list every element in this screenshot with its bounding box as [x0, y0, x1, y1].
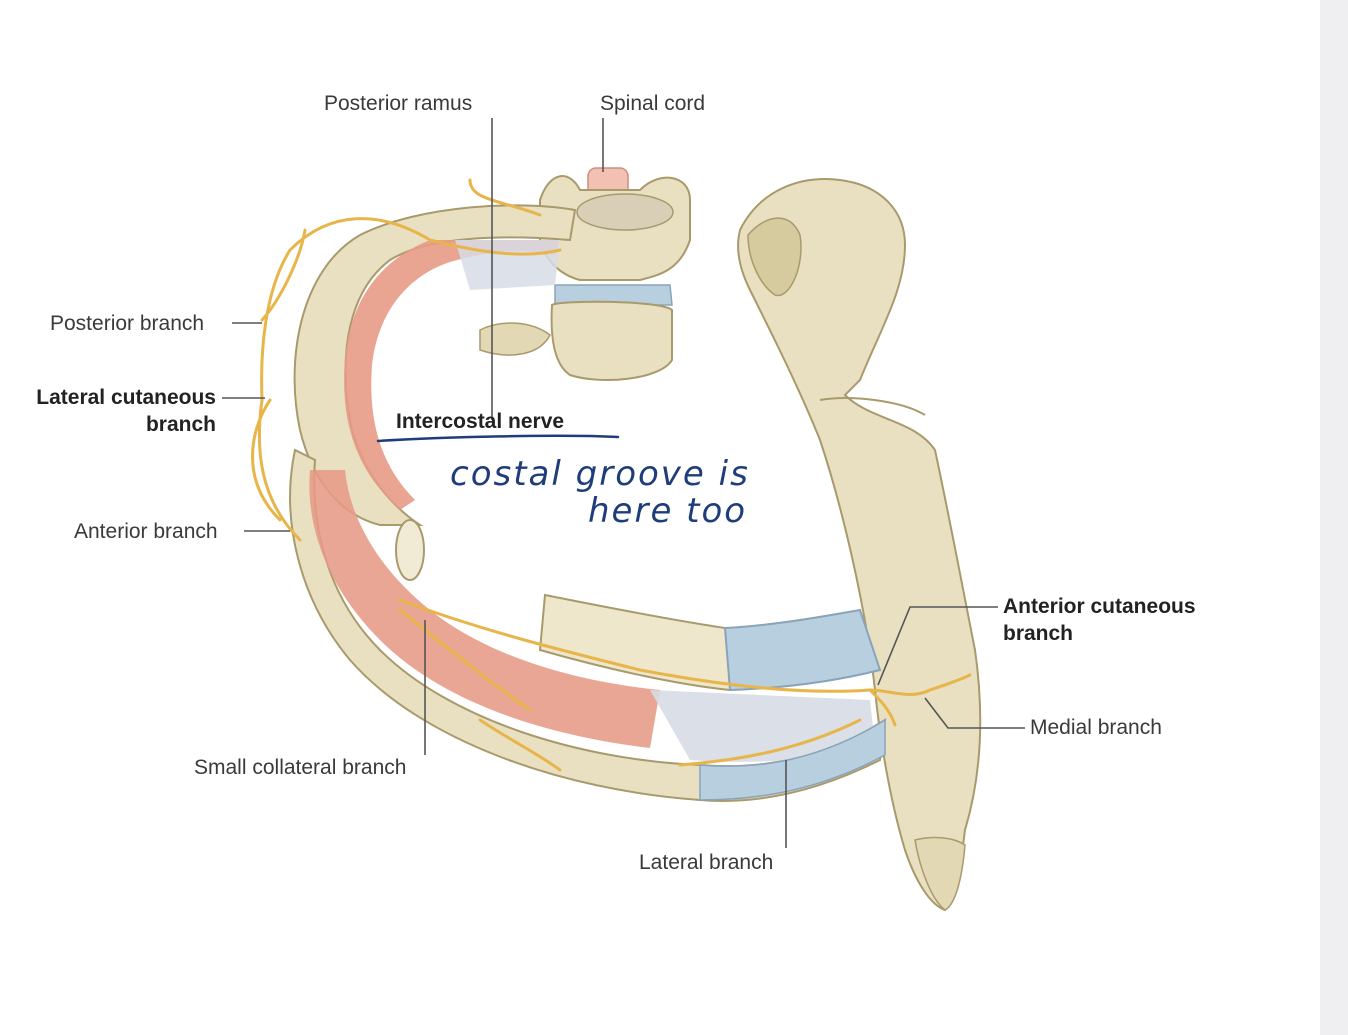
label-anterior-cutaneous-branch: Anterior cutaneous branch	[1003, 593, 1196, 648]
scrollbar-track[interactable]	[1320, 0, 1348, 1035]
label-anterior-cutaneous-line2: branch	[1003, 622, 1074, 646]
label-spinal-cord: Spinal cord	[600, 92, 706, 115]
label-lateral-cutaneous-line1: Lateral cutaneous	[36, 386, 216, 409]
sternum	[737, 178, 982, 912]
label-anterior-branch: Anterior branch	[74, 520, 218, 543]
label-anterior-cutaneous-line1: Anterior cutaneous	[1003, 595, 1196, 618]
label-posterior-branch: Posterior branch	[50, 312, 205, 335]
leader-lines	[222, 118, 1025, 848]
label-small-collateral-branch: Small collateral branch	[194, 756, 407, 779]
cut-rib-segment	[538, 593, 882, 692]
handwritten-underline	[376, 434, 620, 443]
rib-illustration	[222, 118, 1025, 912]
handwritten-note-line1: costal groove is	[450, 454, 750, 494]
label-lateral-cutaneous-line2: branch	[145, 413, 216, 437]
vertebrae	[479, 167, 691, 381]
handwritten-note-line2: here too	[588, 491, 748, 531]
label-intercostal-nerve: Intercostal nerve	[396, 410, 565, 433]
label-lateral-cutaneous-branch: Lateral cutaneous branch	[10, 384, 216, 439]
lower-rib	[289, 448, 887, 802]
label-lateral-branch: Lateral branch	[639, 851, 774, 874]
label-posterior-ramus: Posterior ramus	[324, 92, 473, 115]
diagram-canvas: Posterior ramus Spinal cord Posterior br…	[10, 92, 1196, 912]
nerves	[251, 178, 972, 772]
label-medial-branch: Medial branch	[1030, 716, 1162, 739]
